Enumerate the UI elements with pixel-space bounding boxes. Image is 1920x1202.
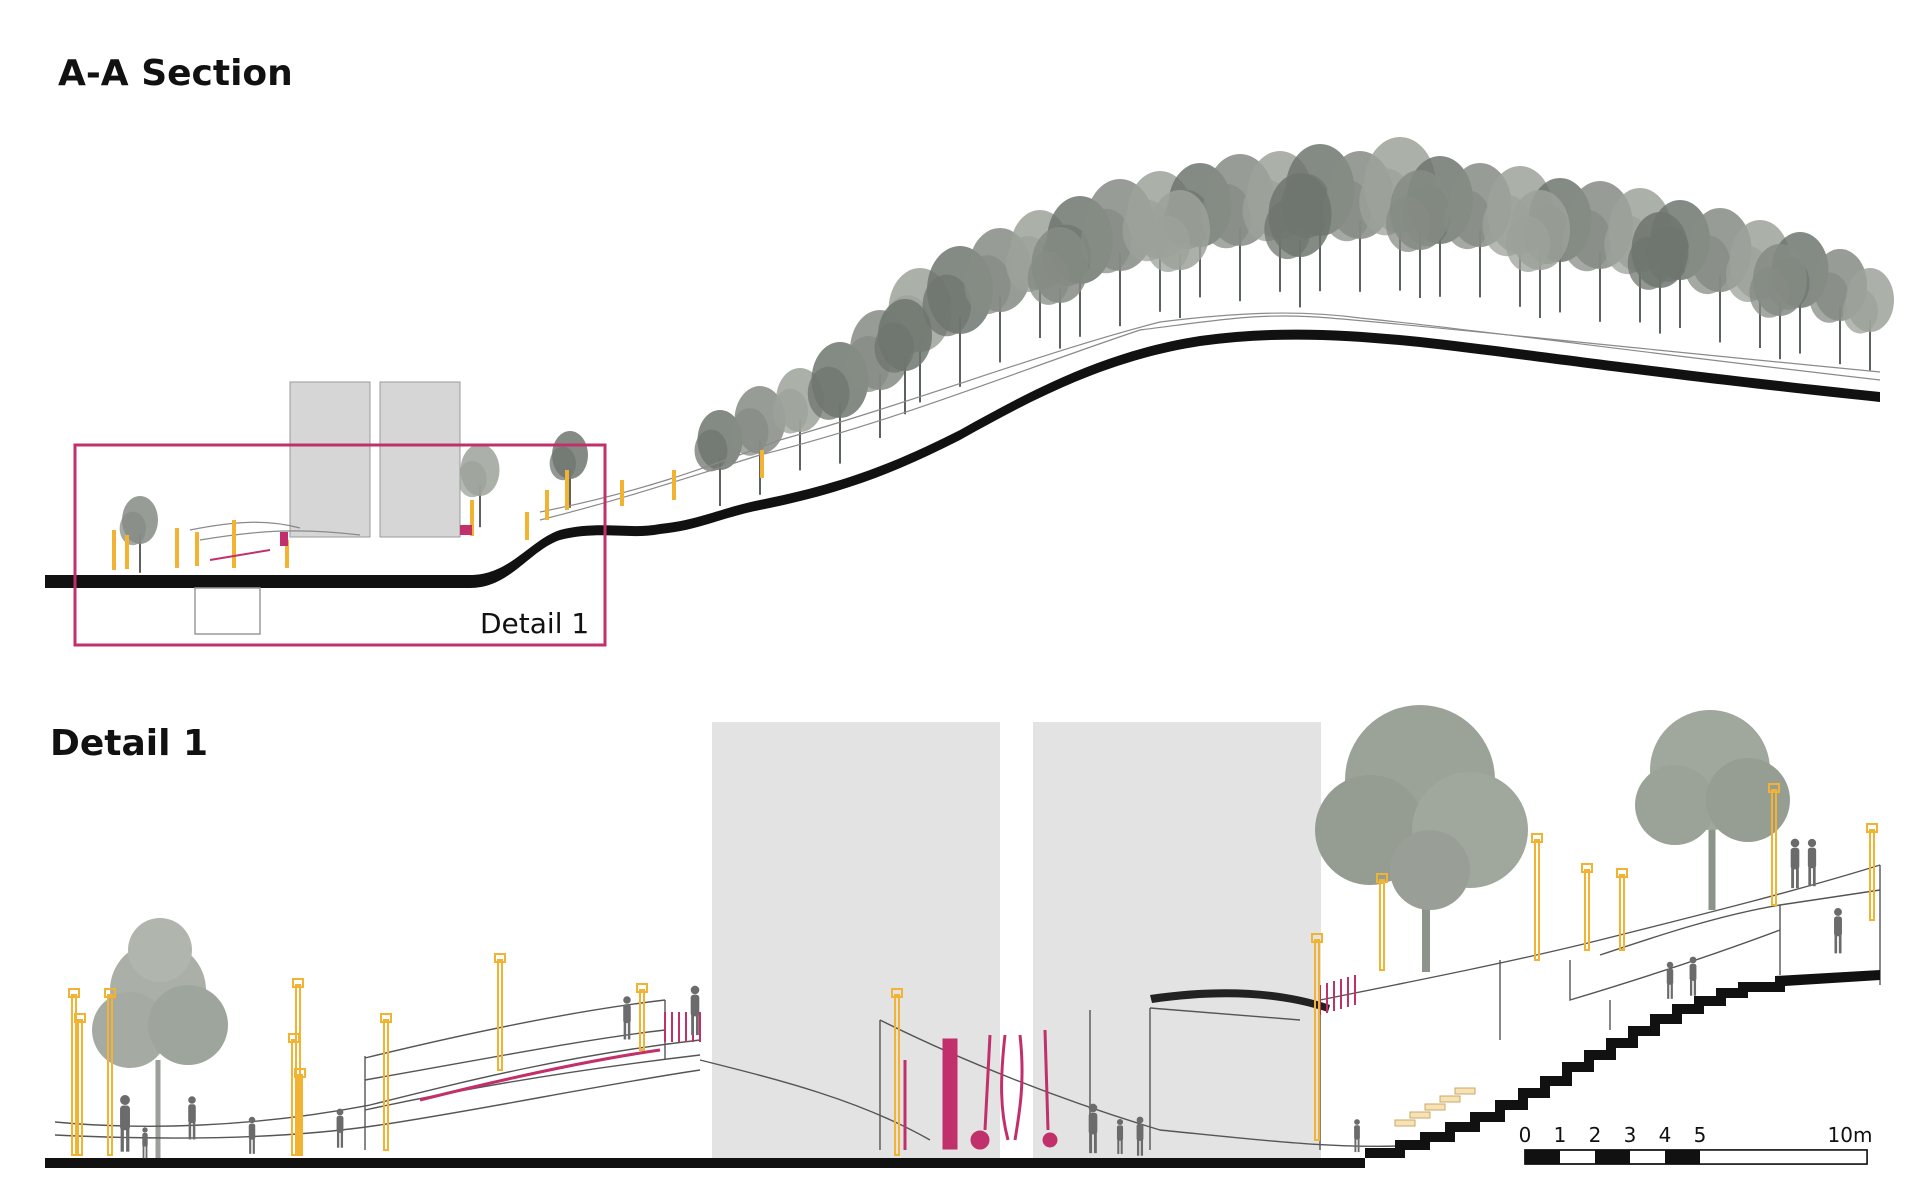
section-tree bbox=[1146, 190, 1210, 318]
lamp-post bbox=[672, 470, 676, 500]
person-silhouette bbox=[1790, 838, 1800, 889]
lamp-post bbox=[525, 512, 529, 540]
scale-bar-label: 2 bbox=[1589, 1123, 1602, 1147]
person-silhouette bbox=[690, 985, 700, 1036]
section-tree bbox=[1842, 268, 1894, 371]
lamp-post bbox=[74, 1013, 86, 1156]
detail-ground-line bbox=[45, 1158, 1365, 1168]
lamp-post bbox=[620, 480, 624, 506]
lamp-post bbox=[470, 500, 474, 536]
lamp-post bbox=[1616, 868, 1628, 951]
person-silhouette bbox=[1136, 1116, 1144, 1156]
section-tree bbox=[1386, 170, 1450, 298]
lamp-post bbox=[285, 540, 289, 568]
section-tree bbox=[922, 246, 993, 387]
section-tree bbox=[1627, 212, 1689, 334]
section-accent-2 bbox=[460, 525, 472, 535]
lamp-post bbox=[104, 988, 116, 1156]
person-silhouette bbox=[623, 996, 631, 1040]
person-silhouette bbox=[120, 1095, 130, 1152]
lamp-post bbox=[1581, 863, 1593, 951]
section-building-left bbox=[289, 381, 371, 538]
lamp-post bbox=[1768, 783, 1780, 906]
lamp-post bbox=[232, 520, 236, 568]
detail-stair-treads bbox=[1394, 1087, 1476, 1127]
lamp-post bbox=[380, 1013, 392, 1151]
lamp-post bbox=[760, 450, 764, 478]
section-trees-group bbox=[119, 137, 1894, 573]
person-silhouette bbox=[142, 1127, 148, 1159]
section-accent-ramp bbox=[209, 549, 271, 561]
person-silhouette bbox=[336, 1108, 344, 1148]
lamp-post bbox=[1376, 873, 1388, 971]
lamp-post bbox=[565, 470, 569, 510]
lamp-post bbox=[545, 490, 549, 520]
section-tree bbox=[694, 410, 743, 506]
detail-playground-swings bbox=[903, 1029, 1058, 1150]
lamp-post bbox=[294, 1068, 306, 1156]
detail-tree-left bbox=[92, 918, 228, 1160]
section-tree bbox=[1027, 227, 1089, 349]
detail-tree-right bbox=[1635, 710, 1790, 910]
section-underground-structure bbox=[194, 587, 261, 635]
lamp-post bbox=[1531, 833, 1543, 961]
person-silhouette bbox=[1666, 961, 1674, 999]
person-silhouette bbox=[188, 1096, 196, 1140]
detail-people bbox=[120, 838, 1842, 1159]
lamp-post bbox=[68, 988, 80, 1156]
lamp-post bbox=[195, 532, 199, 566]
detail-accent-ramp bbox=[419, 1048, 661, 1102]
section-path-lines bbox=[189, 312, 1881, 541]
lamp-post bbox=[288, 1033, 300, 1156]
lamp-post bbox=[1866, 823, 1878, 921]
lamp-post bbox=[494, 953, 506, 1071]
scale-bar-label: 3 bbox=[1624, 1123, 1637, 1147]
detail-lamp-posts bbox=[68, 783, 1878, 1156]
lamp-post bbox=[125, 535, 129, 569]
scale-bar-label: 1 bbox=[1554, 1123, 1567, 1147]
person-silhouette bbox=[1354, 1119, 1360, 1153]
detail-callout-label: Detail 1 bbox=[480, 607, 589, 640]
section-tree bbox=[1506, 190, 1570, 318]
section-tree bbox=[1264, 173, 1332, 308]
person-silhouette bbox=[1689, 956, 1697, 996]
scale-bar-label: 5 bbox=[1694, 1123, 1707, 1147]
detail-canopy-slab bbox=[1150, 989, 1330, 1012]
section-tree bbox=[457, 444, 500, 528]
detail-title: Detail 1 bbox=[50, 723, 208, 764]
lamp-post bbox=[112, 530, 116, 570]
section-tree bbox=[731, 386, 786, 495]
person-silhouette bbox=[1834, 908, 1842, 954]
section-title: A-A Section bbox=[58, 53, 293, 94]
section-lamp-posts bbox=[112, 450, 764, 570]
person-silhouette bbox=[1807, 838, 1817, 887]
section-tree bbox=[549, 431, 588, 508]
section-building-right bbox=[379, 381, 461, 538]
detail-stairs bbox=[1365, 970, 1880, 1158]
lamp-post bbox=[636, 983, 648, 1051]
scale-bar-label: 0 bbox=[1519, 1123, 1532, 1147]
person-silhouette bbox=[1116, 1118, 1124, 1154]
lamp-post bbox=[891, 988, 903, 1156]
person-silhouette bbox=[1088, 1103, 1098, 1154]
scale-bar-label: 4 bbox=[1659, 1123, 1672, 1147]
section-tree bbox=[874, 299, 932, 415]
section-tree bbox=[1749, 244, 1807, 360]
detail-tree-middle bbox=[1315, 705, 1528, 972]
section-accent-1 bbox=[280, 532, 288, 546]
detail-building-right bbox=[1033, 722, 1321, 1162]
scale-bar-label: 10m bbox=[1828, 1123, 1873, 1147]
lamp-post bbox=[175, 528, 179, 568]
detail-callout-frame bbox=[73, 443, 607, 647]
person-silhouette bbox=[248, 1116, 256, 1154]
lamp-post bbox=[1311, 933, 1323, 1141]
